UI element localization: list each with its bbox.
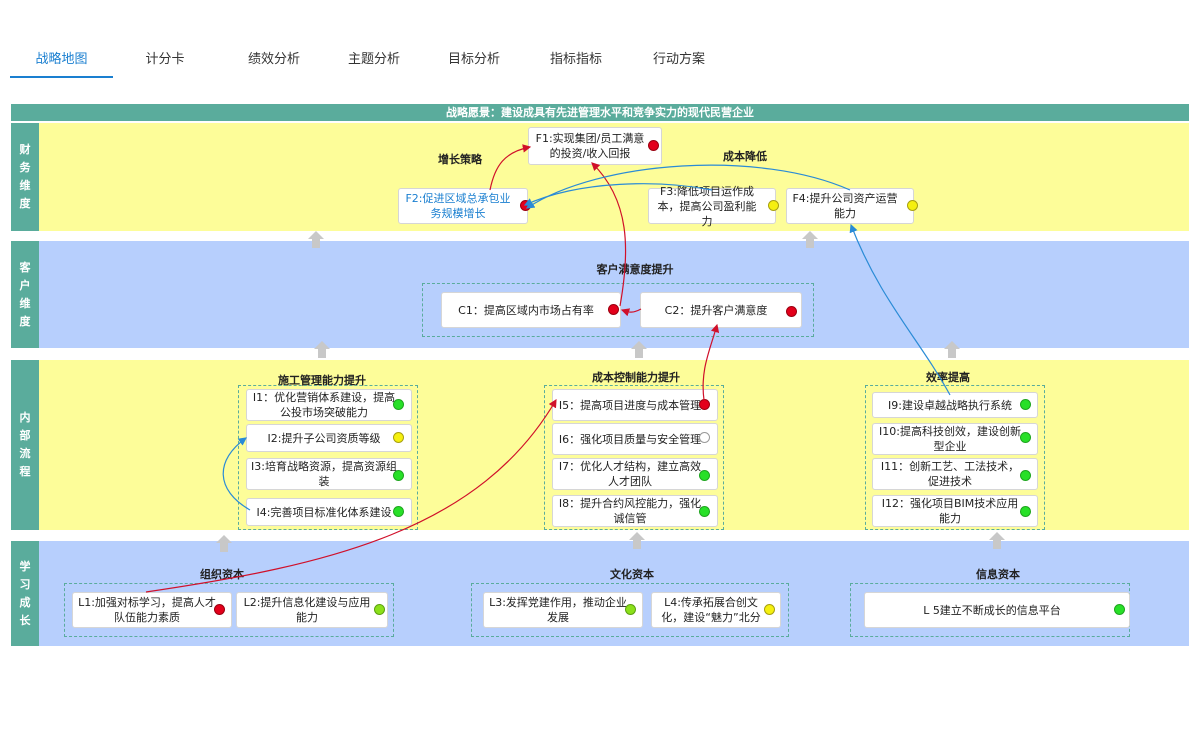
status-indicator (1114, 604, 1125, 615)
group-title-culture: 文化资本 (610, 568, 654, 581)
tab-action-plan[interactable]: 行动方案 (652, 52, 705, 67)
group-title-efficiency: 效率提高 (926, 371, 970, 384)
status-indicator (1020, 506, 1031, 517)
status-indicator (907, 200, 918, 211)
tab-strategy-map[interactable]: 战略地图 (10, 44, 113, 78)
status-indicator (699, 506, 710, 517)
objective-l2[interactable]: L2:提升信息化建设与应用能力 (236, 592, 388, 628)
culture-capital-group (471, 583, 789, 637)
objective-c1[interactable]: C1：提高区域内市场占有率 (441, 292, 621, 328)
objective-i2[interactable]: I2:提升子公司资质等级 (246, 424, 412, 452)
status-indicator (1020, 432, 1031, 443)
strategic-vision: 战略愿景：建设成具有先进管理水平和竞争实力的现代民营企业 (11, 104, 1189, 121)
objective-i1[interactable]: I1：优化营销体系建设，提高公投市场突破能力 (246, 389, 412, 421)
objective-i11[interactable]: I11：创新工艺、工法技术，促进技术 (872, 458, 1038, 490)
status-indicator (625, 604, 636, 615)
status-indicator (699, 470, 710, 481)
objective-l1[interactable]: L1:加强对标学习，提高人才队伍能力素质 (72, 592, 232, 628)
status-indicator (699, 399, 710, 410)
theme-cost-reduction: 成本降低 (723, 150, 767, 163)
objective-i12[interactable]: I12：强化项目BIM技术应用能力 (872, 495, 1038, 527)
objective-i6[interactable]: I6：强化项目质量与安全管理 (552, 423, 718, 455)
efficiency-group (865, 385, 1045, 530)
objective-f4[interactable]: F4:提升公司资产运营能力 (786, 188, 914, 224)
tab-performance-analysis[interactable]: 绩效分析 (247, 52, 300, 67)
group-title-organization: 组织资本 (200, 568, 244, 581)
theme-customer-satisfaction: 客户满意度提升 (596, 263, 674, 276)
status-indicator (608, 304, 619, 315)
tab-scorecard[interactable]: 计分卡 (145, 52, 185, 67)
status-indicator (393, 470, 404, 481)
group-title-construction: 施工管理能力提升 (278, 374, 366, 387)
status-indicator (214, 604, 225, 615)
tab-theme-analysis[interactable]: 主题分析 (347, 52, 400, 67)
status-indicator (786, 306, 797, 317)
objective-i9[interactable]: I9:建设卓越战略执行系统 (872, 392, 1038, 418)
objective-i5[interactable]: I5：提高项目进度与成本管理 (552, 389, 718, 421)
objective-l5[interactable]: L 5建立不断成长的信息平台 (864, 592, 1130, 628)
theme-growth-strategy: 增长策略 (438, 153, 482, 166)
objective-i3[interactable]: I3:培育战略资源，提高资源组装 (246, 458, 412, 490)
status-indicator (648, 140, 659, 151)
tab-target-analysis[interactable]: 目标分析 (447, 52, 500, 67)
finance-dimension-label: 财务维度 (11, 123, 39, 231)
objective-f3[interactable]: F3:降低项目运作成本，提高公司盈利能力 (648, 185, 776, 228)
objective-c2[interactable]: C2：提升客户满意度 (640, 292, 802, 328)
status-indicator (393, 432, 404, 443)
tab-indicator[interactable]: 指标指标 (549, 52, 602, 67)
status-indicator (1020, 470, 1031, 481)
status-indicator (393, 506, 404, 517)
group-title-cost-control: 成本控制能力提升 (592, 371, 680, 384)
objective-l3[interactable]: L3:发挥党建作用，推动企业发展 (483, 592, 643, 628)
objective-i10[interactable]: I10:提高科技创效，建设创新型企业 (872, 423, 1038, 455)
status-indicator (699, 432, 710, 443)
objective-f1[interactable]: F1:实现集团/员工满意的投资/收入回报 (528, 127, 662, 165)
status-indicator (393, 399, 404, 410)
objective-f2[interactable]: F2:促进区域总承包业务规模增长 (398, 188, 528, 224)
status-indicator (520, 200, 531, 211)
status-indicator (1020, 399, 1031, 410)
objective-l4[interactable]: L4:传承拓展合创文化，建设“魅力”北分 (651, 592, 781, 628)
group-title-information: 信息资本 (976, 568, 1020, 581)
customer-dimension-label: 客户维度 (11, 241, 39, 348)
status-indicator (374, 604, 385, 615)
objective-i4[interactable]: I4:完善项目标准化体系建设 (246, 498, 412, 526)
status-indicator (764, 604, 775, 615)
internal-dimension-label: 内部流程 (11, 360, 39, 530)
learning-dimension-label: 学习成长 (11, 541, 39, 646)
objective-i8[interactable]: I8：提升合约风控能力，强化诚信管 (552, 495, 718, 527)
objective-i7[interactable]: I7：优化人才结构，建立高效人才团队 (552, 458, 718, 490)
tab-bar: 战略地图 计分卡 绩效分析 主题分析 目标分析 指标指标 行动方案 (10, 44, 730, 78)
status-indicator (768, 200, 779, 211)
